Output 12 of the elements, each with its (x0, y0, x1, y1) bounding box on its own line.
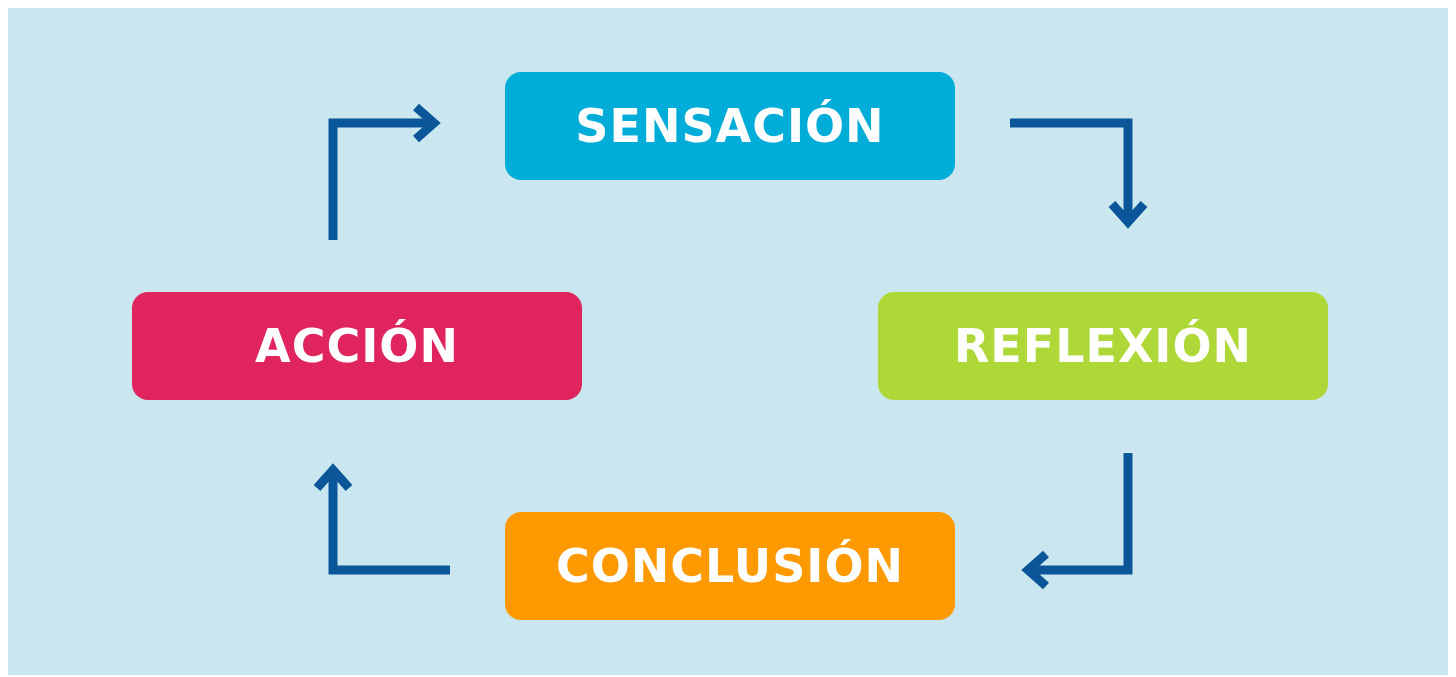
elbow-arrow (312, 465, 450, 575)
process-box (132, 292, 582, 400)
process-box (505, 72, 955, 180)
box-label: SENSACIÓN (575, 99, 885, 153)
box-label: CONCLUSIÓN (556, 539, 904, 593)
process-box (878, 292, 1328, 400)
elbow-arrow (1023, 453, 1133, 591)
box-label: ACCIÓN (255, 319, 459, 373)
elbow-arrow (1010, 118, 1149, 227)
box-label: REFLEXIÓN (953, 319, 1253, 373)
elbow-arrow (328, 102, 439, 240)
process-box (505, 512, 955, 620)
